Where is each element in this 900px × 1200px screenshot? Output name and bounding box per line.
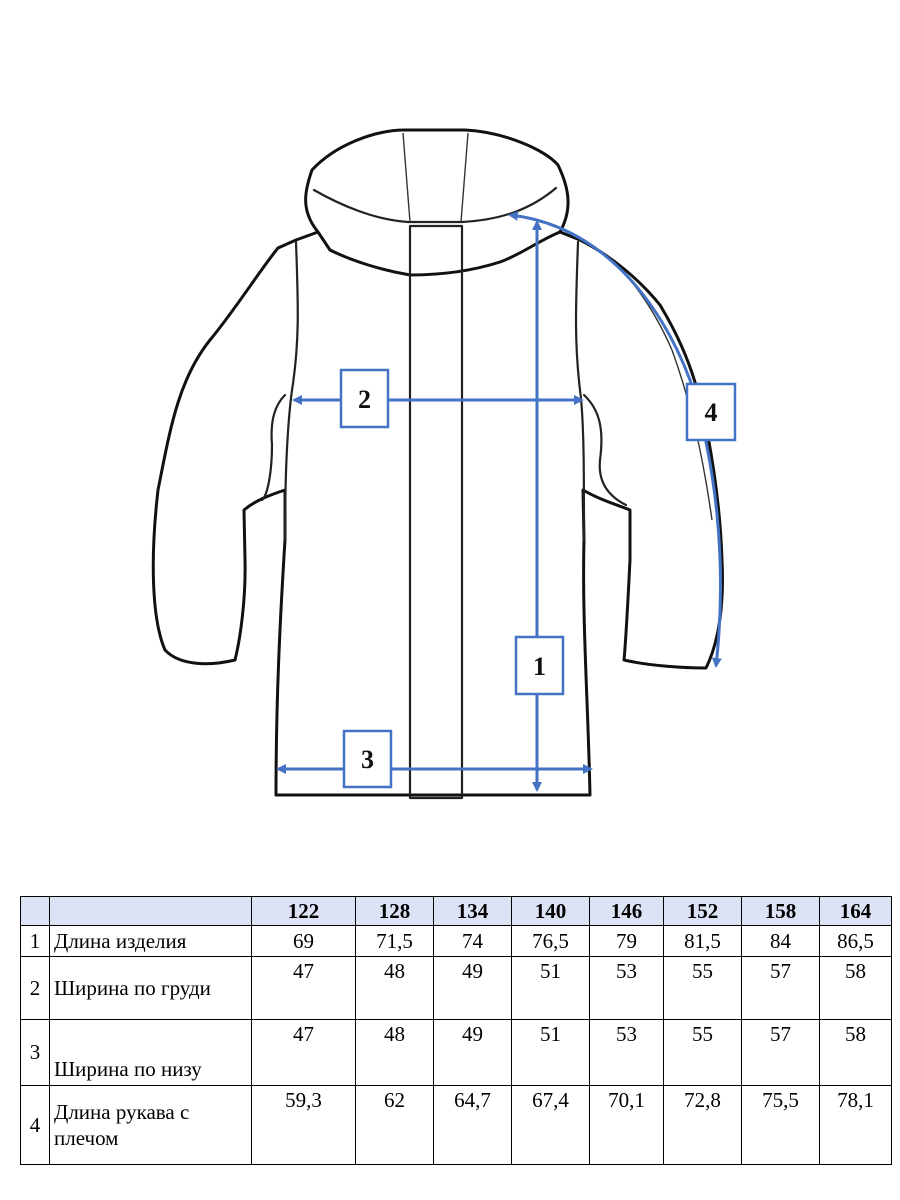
measurement-value: 62 bbox=[355, 1085, 434, 1165]
size-header: 152 bbox=[663, 896, 742, 926]
measurement-value: 86,5 bbox=[819, 925, 892, 957]
svg-text:3: 3 bbox=[361, 745, 374, 774]
measurement-value: 51 bbox=[511, 1019, 590, 1086]
measurement-value: 55 bbox=[663, 956, 742, 1020]
measurement-value: 84 bbox=[741, 925, 820, 957]
svg-text:2: 2 bbox=[358, 385, 371, 414]
table-row: 4 Длина рукава с плечом 59,3 62 64,7 67,… bbox=[20, 1085, 892, 1165]
header-name-cell bbox=[49, 896, 252, 926]
row-index: 3 bbox=[20, 1019, 50, 1086]
size-header-row: 122 128 134 140 146 152 158 164 bbox=[20, 896, 892, 926]
measurement-value: 70,1 bbox=[589, 1085, 664, 1165]
size-header: 164 bbox=[819, 896, 892, 926]
measurement-value: 71,5 bbox=[355, 925, 434, 957]
measurement-value: 57 bbox=[741, 956, 820, 1020]
measurement-value: 47 bbox=[251, 1019, 356, 1086]
measurement-value: 48 bbox=[355, 1019, 434, 1086]
sleeve-length-arrow bbox=[508, 210, 722, 668]
jacket-hood-outline bbox=[304, 128, 570, 277]
svg-text:1: 1 bbox=[533, 652, 546, 681]
row-index: 1 bbox=[20, 925, 50, 957]
size-chart-table: 122 128 134 140 146 152 158 164 1 Длина … bbox=[20, 896, 892, 1165]
measurement-value: 51 bbox=[511, 956, 590, 1020]
left-armpit-line bbox=[260, 393, 287, 502]
size-header: 140 bbox=[511, 896, 590, 926]
table-row: 2 Ширина по груди 47 48 49 51 53 55 57 5… bbox=[20, 956, 892, 1020]
measurement-value: 79 bbox=[589, 925, 664, 957]
size-header: 122 bbox=[251, 896, 356, 926]
measurement-value: 72,8 bbox=[663, 1085, 742, 1165]
size-header: 128 bbox=[355, 896, 434, 926]
measurement-value: 69 bbox=[251, 925, 356, 957]
measurement-name: Ширина по низу bbox=[49, 1019, 252, 1086]
row-index: 4 bbox=[20, 1085, 50, 1165]
measurement-value: 76,5 bbox=[511, 925, 590, 957]
measurement-value: 49 bbox=[433, 1019, 512, 1086]
measurement-value: 59,3 bbox=[251, 1085, 356, 1165]
measurement-value: 53 bbox=[589, 956, 664, 1020]
left-side-seam bbox=[283, 240, 299, 542]
measurement-value: 53 bbox=[589, 1019, 664, 1086]
measurement-value: 67,4 bbox=[511, 1085, 590, 1165]
jacket-body-outline bbox=[151, 230, 724, 797]
measurement-value: 58 bbox=[819, 956, 892, 1020]
measurement-value: 75,5 bbox=[741, 1085, 820, 1165]
measurement-value: 78,1 bbox=[819, 1085, 892, 1165]
hood-lining-line bbox=[312, 186, 558, 224]
jacket-measurement-diagram: 1 2 3 4 bbox=[151, 128, 737, 800]
header-index-cell bbox=[20, 896, 50, 926]
measurement-name: Длина изделия bbox=[49, 925, 252, 957]
size-header: 134 bbox=[433, 896, 512, 926]
label-chest-width: 2 bbox=[339, 368, 390, 429]
svg-text:4: 4 bbox=[705, 398, 718, 427]
hood-seam-right bbox=[460, 132, 469, 223]
measurement-value: 48 bbox=[355, 956, 434, 1020]
measurement-value: 81,5 bbox=[663, 925, 742, 957]
hood-seam-left bbox=[402, 132, 411, 223]
table-row: 3 Ширина по низу 47 48 49 51 53 55 57 58 bbox=[20, 1019, 892, 1086]
measurement-value: 55 bbox=[663, 1019, 742, 1086]
measurement-value: 58 bbox=[819, 1019, 892, 1086]
size-header: 146 bbox=[589, 896, 664, 926]
table-row: 1 Длина изделия 69 71,5 74 76,5 79 81,5 … bbox=[20, 925, 892, 957]
measurement-value: 64,7 bbox=[433, 1085, 512, 1165]
size-header: 158 bbox=[741, 896, 820, 926]
label-sleeve-length: 4 bbox=[685, 382, 737, 442]
row-index: 2 bbox=[20, 956, 50, 1020]
label-length: 1 bbox=[514, 635, 565, 696]
zipper-placket bbox=[408, 224, 464, 800]
measurement-value: 57 bbox=[741, 1019, 820, 1086]
measurement-value: 49 bbox=[433, 956, 512, 1020]
measurement-value: 47 bbox=[251, 956, 356, 1020]
measurement-name: Ширина по груди bbox=[49, 956, 252, 1020]
measurement-name: Длина рукава с плечом bbox=[49, 1085, 252, 1165]
label-hem-width: 3 bbox=[342, 729, 393, 789]
measurement-value: 74 bbox=[433, 925, 512, 957]
